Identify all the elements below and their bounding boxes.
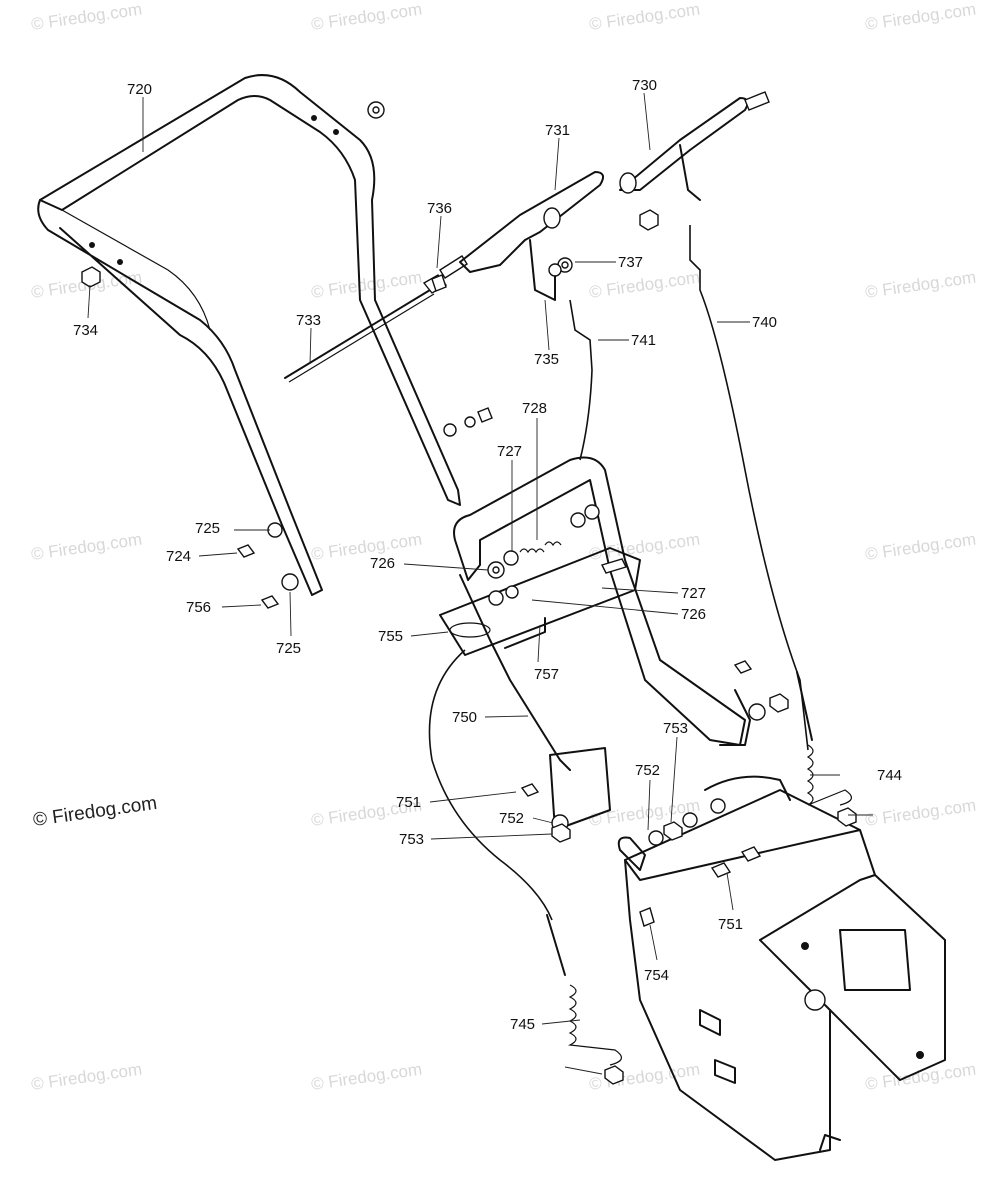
callout-720: 720	[127, 81, 152, 98]
callout-725: 725	[276, 640, 301, 657]
watermark: © Firedog.com	[30, 0, 143, 34]
callout-735: 735	[534, 351, 559, 368]
upper-handle	[37, 74, 461, 596]
watermark: © Firedog.com	[864, 268, 977, 302]
callout-728: 728	[522, 400, 547, 417]
watermark: © Firedog.com	[310, 530, 423, 564]
callout-labels: 720 730 731 736 737 734 733 735 741 740 …	[73, 77, 902, 1033]
callout-753: 753	[399, 831, 424, 848]
callout-726: 726	[370, 555, 395, 572]
callout-756: 756	[186, 599, 211, 616]
callout-724: 724	[166, 548, 191, 565]
springs	[567, 744, 852, 1066]
callout-730: 730	[632, 77, 657, 94]
watermark: © Firedog.com	[864, 796, 977, 830]
callout-733: 733	[296, 312, 321, 329]
callout-743: 744	[877, 767, 902, 784]
callout-741: 741	[631, 332, 656, 349]
watermarks: © Firedog.com © Firedog.com © Firedog.co…	[30, 0, 977, 1094]
callout-750: 750	[452, 709, 477, 726]
engine-frame	[624, 775, 946, 1161]
callout-734: 734	[73, 322, 98, 339]
watermark: © Firedog.com	[864, 530, 977, 564]
callout-736: 736	[427, 200, 452, 217]
control-levers	[459, 91, 770, 301]
copyright-text: © Firedog.com	[32, 793, 159, 831]
callout-757: 757	[534, 666, 559, 683]
watermark: © Firedog.com	[310, 0, 423, 34]
watermark: © Firedog.com	[310, 268, 423, 302]
callout-727: 727	[497, 443, 522, 460]
watermark: © Firedog.com	[588, 0, 701, 34]
cables	[428, 225, 813, 976]
callout-752: 752	[499, 810, 524, 827]
callout-753: 753	[663, 720, 688, 737]
callout-740: 740	[752, 314, 777, 331]
callout-726: 726	[681, 606, 706, 623]
callout-731: 731	[545, 122, 570, 139]
hardware	[81, 101, 857, 1085]
watermark: © Firedog.com	[588, 268, 701, 302]
callout-744: 745	[510, 1016, 535, 1033]
callout-751: 751	[396, 794, 421, 811]
watermark: © Firedog.com	[30, 1060, 143, 1094]
leader-lines	[87, 92, 873, 1075]
watermark: © Firedog.com	[864, 0, 977, 34]
callout-727: 727	[681, 585, 706, 602]
callout-752: 752	[635, 762, 660, 779]
callout-755: 755	[378, 628, 403, 645]
callout-725: 725	[195, 520, 220, 537]
lower-handle	[439, 456, 751, 831]
watermark: © Firedog.com	[864, 1060, 977, 1094]
watermark: © Firedog.com	[310, 1060, 423, 1094]
callout-737: 737	[618, 254, 643, 271]
watermark: © Firedog.com	[30, 530, 143, 564]
callout-754: 754	[644, 967, 669, 984]
callout-751: 751	[718, 916, 743, 933]
